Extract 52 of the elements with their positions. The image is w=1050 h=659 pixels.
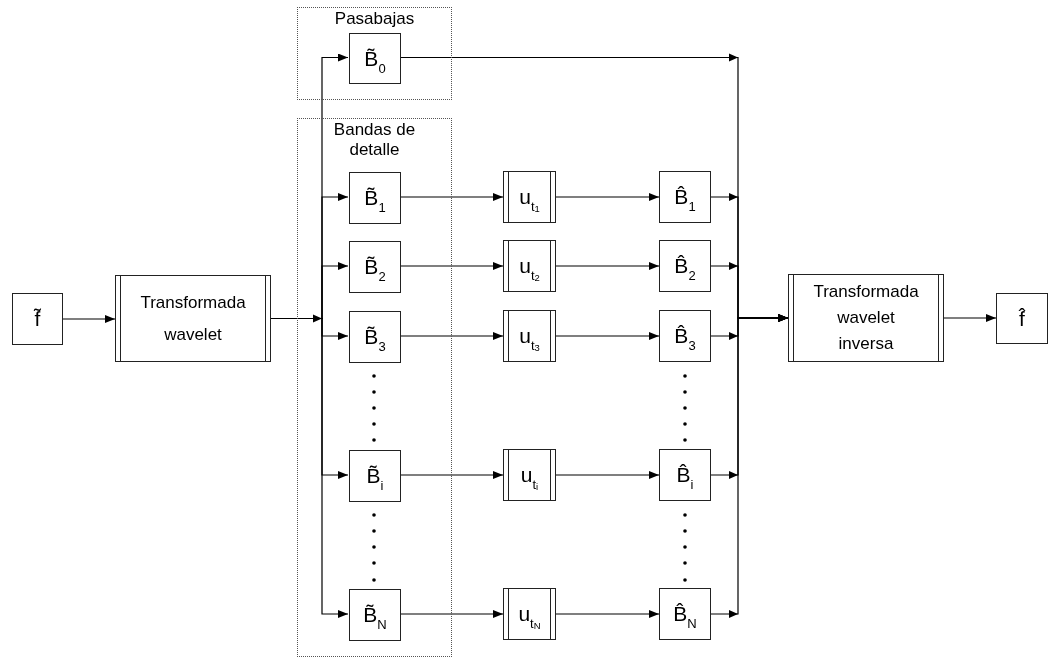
- arrow: [399, 332, 504, 340]
- process-label: Transformada wavelet: [139, 291, 247, 346]
- symbol-label: f̃: [34, 307, 41, 331]
- symbol-label: B̂$_{1}$: [674, 185, 696, 209]
- band-box: [349, 172, 401, 224]
- symbol-label: B̂$_{N}$: [673, 602, 697, 626]
- symbol-label: B̂$_{i}$: [676, 463, 694, 487]
- group-heading: Pasabajas: [333, 9, 416, 29]
- arrow: [555, 262, 660, 270]
- symbol-label: B̃$_{N}$: [363, 603, 387, 627]
- threshold-box: [503, 449, 556, 501]
- arrow: [399, 610, 504, 618]
- symbol-label: B̃$_{1}$: [364, 186, 386, 210]
- arrow: [62, 315, 116, 323]
- symbol-label: B̃$_{2}$: [364, 255, 386, 279]
- threshold-box: [503, 310, 556, 362]
- band-box: [659, 449, 711, 501]
- band-box: [659, 240, 711, 292]
- threshold-box: [503, 171, 556, 223]
- symbol-label: B̂$_{2}$: [674, 254, 696, 278]
- arrow: [555, 193, 660, 201]
- band-box: [349, 450, 401, 502]
- process-box: [788, 274, 944, 362]
- process-label: Transformada wavelet inversa: [812, 281, 920, 355]
- arrow: [710, 314, 789, 615]
- band-box: [349, 241, 401, 293]
- band-box: [659, 310, 711, 362]
- symbol-label: f̂: [1019, 306, 1025, 331]
- dotted-group: [297, 118, 452, 657]
- band-box: [349, 311, 401, 363]
- arrow: [399, 193, 504, 201]
- signal-box: [996, 293, 1048, 344]
- signal-box: [12, 293, 63, 345]
- arrow: [399, 471, 504, 479]
- threshold-box: [503, 588, 556, 640]
- symbol-label: B̂$_{3}$: [674, 324, 696, 348]
- arrow: [555, 471, 660, 479]
- band-box: [349, 33, 401, 84]
- arrow: [399, 262, 504, 270]
- arrow: [943, 314, 997, 322]
- arrow: [555, 332, 660, 340]
- arrow: [555, 610, 660, 618]
- group-heading: Bandas de detalle: [332, 120, 417, 160]
- band-box: [659, 588, 711, 640]
- band-box: [349, 589, 401, 641]
- symbol-label: B̃$_{3}$: [364, 325, 386, 349]
- symbol-label: B̃$_{i}$: [366, 464, 384, 488]
- process-box: [115, 275, 271, 362]
- dotted-group: [297, 7, 452, 100]
- band-box: [659, 171, 711, 223]
- symbol-label: B̃$_{0}$: [364, 46, 386, 71]
- threshold-box: [503, 240, 556, 292]
